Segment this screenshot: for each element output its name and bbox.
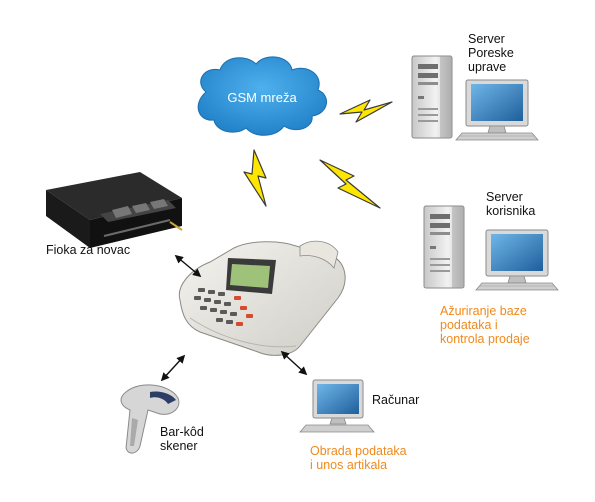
fiscal-register-icon xyxy=(178,240,346,356)
drawer-label: Fioka za novac xyxy=(46,243,131,257)
double-arrow-icon xyxy=(280,350,308,376)
computer-note-line: Obrada podataka xyxy=(310,444,407,458)
scanner-line: skener xyxy=(160,439,198,453)
server-user-label: Server korisnika xyxy=(486,190,535,218)
server-computer-icon xyxy=(423,205,559,291)
server-user-note-line: kontrola prodaje xyxy=(440,332,530,346)
server-tax-line: uprave xyxy=(468,60,507,74)
double-arrow-icon xyxy=(160,354,186,382)
server-user-line: Server xyxy=(486,190,523,204)
computer-note: Obrada podataka i unos artikala xyxy=(310,444,407,472)
lightning-icon xyxy=(339,99,393,123)
desktop-computer-icon xyxy=(299,379,375,433)
server-user-note: Ažuriranje baze podataka i kontrola prod… xyxy=(440,304,530,346)
cloud-label: GSM mreža xyxy=(227,90,297,105)
server-tax-line: Server xyxy=(468,32,505,46)
server-user-note-line: podataka i xyxy=(440,318,498,332)
lightning-icon xyxy=(319,159,381,209)
lightning-icon xyxy=(243,149,267,207)
double-arrow-icon xyxy=(174,254,202,278)
barcode-scanner-icon xyxy=(120,384,180,454)
server-user-line: korisnika xyxy=(486,204,536,218)
scanner-line: Bar-kôd xyxy=(160,425,204,439)
scanner-label: Bar-kôd skener xyxy=(160,425,204,453)
cash-drawer-icon xyxy=(46,172,183,248)
server-tax-line: Poreske xyxy=(468,46,514,60)
server-tax-label: Server Poreske uprave xyxy=(468,32,514,74)
server-user-note-line: Ažuriranje baze xyxy=(440,304,527,318)
computer-note-line: i unos artikala xyxy=(310,458,388,472)
cloud-icon xyxy=(197,56,327,136)
computer-label: Računar xyxy=(372,393,420,407)
